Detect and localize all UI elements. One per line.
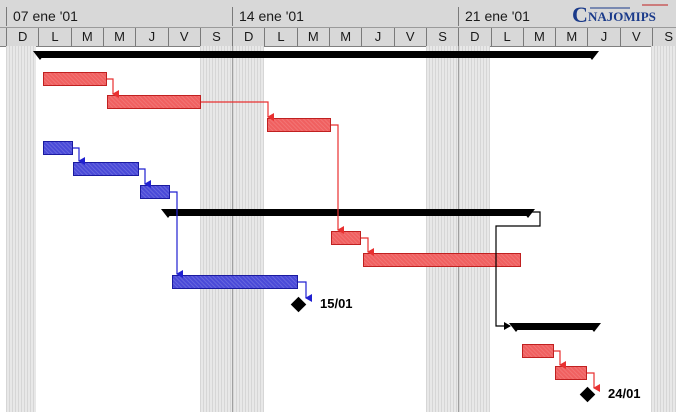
task-bar[interactable] xyxy=(172,275,298,289)
week-divider xyxy=(458,46,459,412)
task-bar[interactable] xyxy=(363,253,521,267)
day-label: S xyxy=(652,28,676,46)
day-label: L xyxy=(490,28,523,46)
task-bar[interactable] xyxy=(107,95,201,109)
day-label: V xyxy=(393,28,426,46)
summary-bar-phase-2[interactable] xyxy=(161,209,535,218)
task-bar[interactable] xyxy=(267,118,331,132)
dependency-link xyxy=(73,147,85,165)
gantt-chart-area: 15/01 24/01 xyxy=(0,46,676,412)
task-bar[interactable] xyxy=(140,185,170,199)
dependency-link xyxy=(298,281,312,302)
dependency-link xyxy=(170,191,183,278)
summary-bar-project[interactable] xyxy=(33,51,599,60)
day-label: D xyxy=(458,28,490,46)
task-bar[interactable] xyxy=(43,72,107,86)
day-label: D xyxy=(232,28,264,46)
logo-icon: C NAJOMIPS xyxy=(572,2,668,26)
weekend-shade xyxy=(651,46,676,412)
day-label: M xyxy=(296,28,329,46)
task-bar[interactable] xyxy=(522,344,554,358)
svg-text:NAJOMIPS: NAJOMIPS xyxy=(588,9,656,24)
task-bar[interactable] xyxy=(555,366,587,380)
milestone-label: 24/01 xyxy=(608,386,641,401)
day-label: V xyxy=(619,28,652,46)
week-label: 21 ene '01 xyxy=(458,7,568,26)
day-label: L xyxy=(264,28,296,46)
week-label: 07 ene '01 xyxy=(6,7,232,26)
day-label: L xyxy=(38,28,70,46)
summary-bar-phase-3[interactable] xyxy=(509,323,601,332)
dependency-link xyxy=(107,78,119,98)
day-label: D xyxy=(6,28,38,46)
task-bar[interactable] xyxy=(331,231,361,245)
week-label: 14 ene '01 xyxy=(232,7,458,26)
svg-text:C: C xyxy=(572,2,588,26)
day-label: S xyxy=(199,28,232,46)
day-label: V xyxy=(167,28,200,46)
dependency-link xyxy=(139,168,151,188)
day-label: S xyxy=(425,28,458,46)
week-divider xyxy=(232,46,233,412)
day-label: M xyxy=(522,28,555,46)
week-row: 07 ene '01 14 ene '01 21 ene '01 xyxy=(0,7,676,26)
dependency-link xyxy=(587,372,600,392)
weekend-shade xyxy=(6,46,36,412)
day-label: J xyxy=(587,28,619,46)
day-label: M xyxy=(555,28,587,46)
milestone-label: 15/01 xyxy=(320,296,353,311)
task-bar[interactable] xyxy=(43,141,73,155)
day-label: M xyxy=(70,28,103,46)
dependency-link xyxy=(495,211,541,330)
dependency-links xyxy=(73,78,600,392)
dependency-link xyxy=(201,101,274,121)
day-label: M xyxy=(102,28,135,46)
day-label: J xyxy=(361,28,393,46)
dependency-link xyxy=(554,350,566,369)
task-bar[interactable] xyxy=(73,162,139,176)
day-label: J xyxy=(135,28,167,46)
dependency-link xyxy=(361,237,374,256)
dependency-link xyxy=(331,124,344,234)
day-label: M xyxy=(329,28,361,46)
